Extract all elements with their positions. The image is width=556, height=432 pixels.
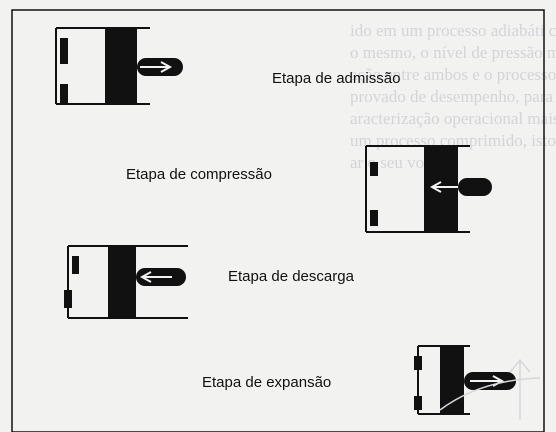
piston-rod-compression <box>458 178 492 196</box>
piston-compression <box>424 146 458 232</box>
cylinder-discharge <box>64 245 188 319</box>
bleed-through-graph <box>439 358 541 420</box>
caption-admission: Etapa de admissão <box>272 70 401 87</box>
caption-compression: Etapa de compressão <box>126 166 272 183</box>
cylinder-compression <box>365 145 492 233</box>
arrow-admission <box>140 61 173 73</box>
piston-admission <box>105 28 137 104</box>
arrow-compression <box>429 181 458 193</box>
arrow-discharge <box>139 271 172 283</box>
piston-discharge <box>108 246 136 318</box>
piston-expansion <box>440 346 464 414</box>
caption-expansion: Etapa de expansão <box>202 374 332 391</box>
figure-border <box>11 9 545 432</box>
cylinder-expansion <box>414 345 516 415</box>
cylinder-admission <box>55 27 183 105</box>
caption-discharge: Etapa de descarga <box>228 268 354 285</box>
